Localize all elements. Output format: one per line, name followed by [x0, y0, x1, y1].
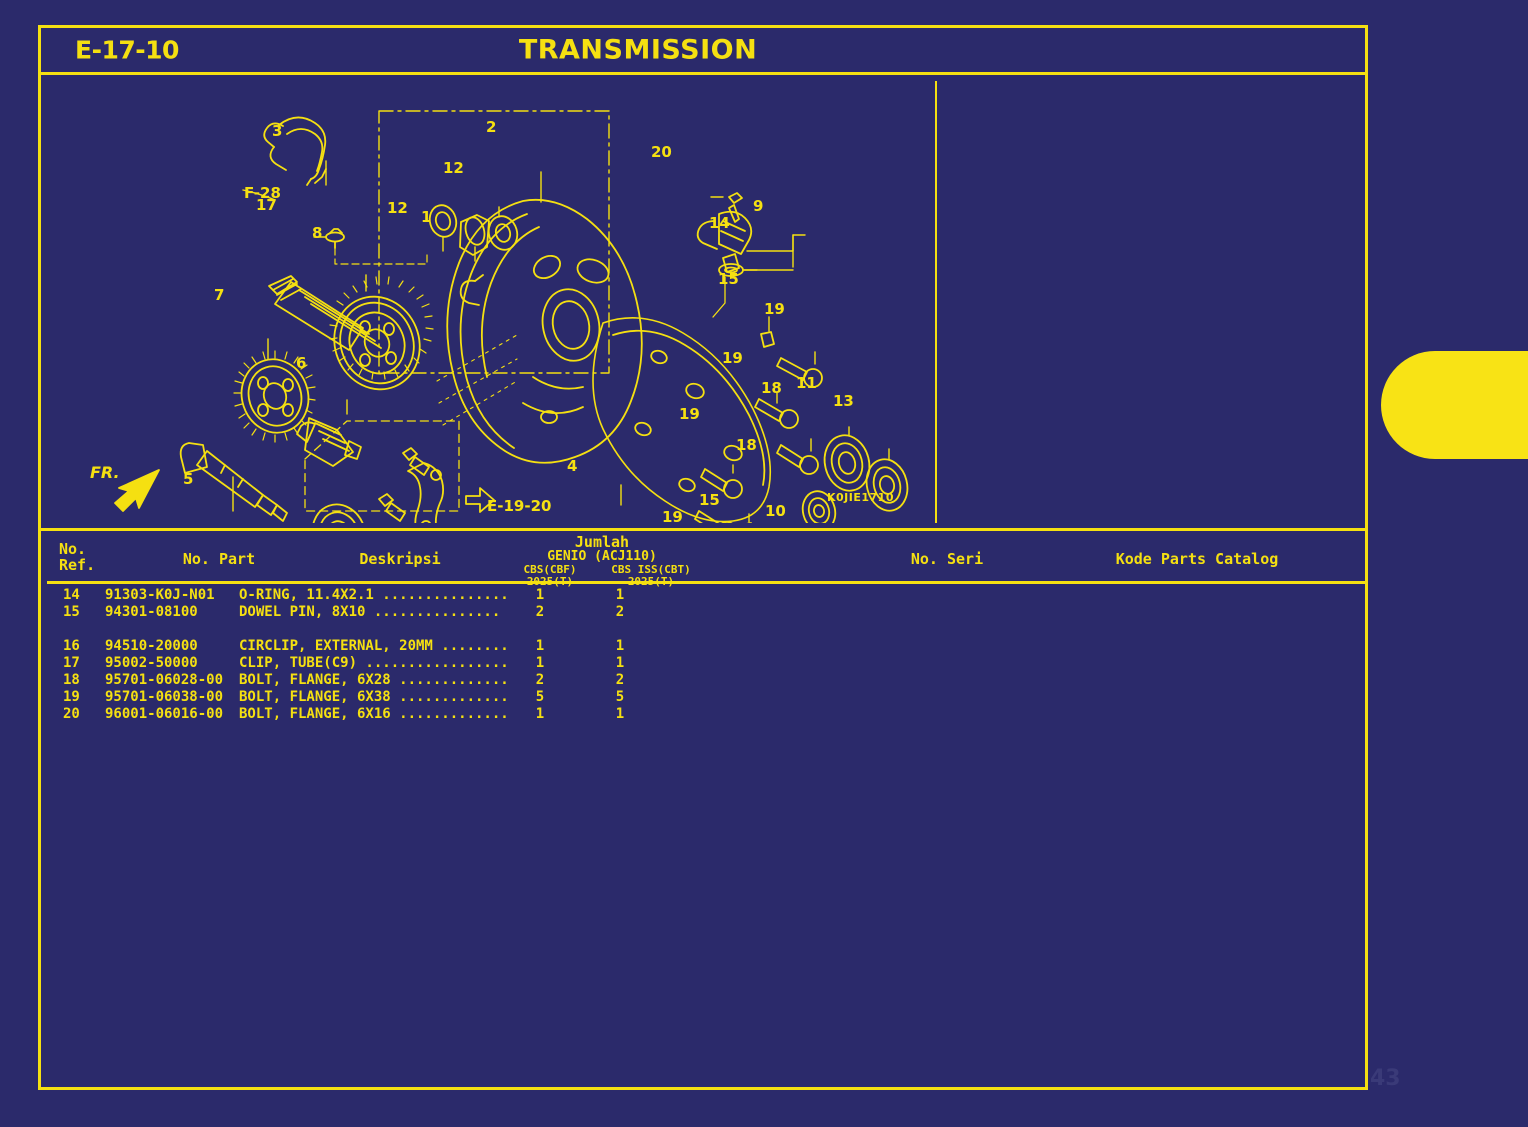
- cross-ref-f28[interactable]: F-28: [244, 184, 281, 202]
- cell-ref: 14: [63, 587, 80, 603]
- callout-number: 17: [256, 196, 277, 214]
- cell-q1: 2: [535, 672, 545, 688]
- col-header-deskripsi: Deskripsi: [359, 550, 441, 568]
- callout-number: 15: [699, 491, 720, 509]
- cell-part: 95002-50000: [105, 655, 198, 671]
- callout-number: 20: [651, 143, 672, 161]
- section-tab[interactable]: [1381, 351, 1528, 459]
- cell-q1: 2: [535, 604, 545, 620]
- table-row: 15 94301-08100 DOWEL PIN, 8X10 ...........…: [47, 604, 1365, 621]
- cell-q2: 1: [615, 638, 625, 654]
- cell-part: 94301-08100: [105, 604, 198, 620]
- page-title: TRANSMISSION: [518, 34, 758, 66]
- cell-desc: BOLT, FLANGE, 6X38 .............: [239, 689, 509, 705]
- cell-part: 94510-20000: [105, 638, 198, 654]
- cell-ref: 20: [63, 706, 80, 722]
- cell-part: 95701-06038-00: [105, 689, 224, 705]
- cell-desc: CIRCLIP, EXTERNAL, 20MM ........: [239, 638, 509, 654]
- callout-number: 8: [312, 224, 323, 242]
- cell-desc: CLIP, TUBE(C9) .................: [239, 655, 509, 671]
- cell-ref: 16: [63, 638, 80, 654]
- parts-table-body: 14 91303-K0J-N01 O-RING, 11.4X2.1 ........…: [47, 587, 1365, 1081]
- col-header-no-seri: No. Seri: [910, 550, 984, 568]
- cell-ref: 17: [63, 655, 80, 671]
- callout-number: 19: [722, 349, 743, 367]
- callout-number: 5: [183, 470, 194, 488]
- illustration-right-panel: [939, 81, 1359, 523]
- cell-q1: 1: [535, 638, 545, 654]
- callout-number: 10: [765, 502, 786, 520]
- illustration-region: 3 2 20 12 12 1 17 9 14 8 7 15 19 19 6 18 11 13 19 18 4 5 10 15 1…: [41, 75, 1365, 531]
- cell-q2: 2: [615, 604, 625, 620]
- table-row: [47, 621, 1365, 638]
- callout-number: 14: [709, 214, 730, 232]
- table-row: 17 95002-50000 CLIP, TUBE(C9) ............…: [47, 655, 1365, 672]
- table-row: 18 95701-06028-00 BOLT, FLANGE, 6X28 .....…: [47, 672, 1365, 689]
- callout-number: 12: [387, 199, 408, 217]
- cell-desc: BOLT, FLANGE, 6X16 .............: [239, 706, 509, 722]
- cross-ref-e1920[interactable]: E-19-20: [487, 497, 552, 515]
- cell-q2: 1: [615, 706, 625, 722]
- parts-table-header: No. Ref. No. Part Deskripsi Jumlah GENIO…: [47, 533, 1365, 588]
- callout-number: 12: [443, 159, 464, 177]
- callout-number: 2: [486, 118, 497, 136]
- cell-ref: 15: [63, 604, 80, 620]
- page-number: 43: [1370, 1066, 1401, 1091]
- callout-number: 7: [214, 286, 225, 304]
- callout-number: 18: [736, 436, 757, 454]
- col-header-variant-2: CBS ISS(CBT) 2025(T): [611, 563, 691, 588]
- col-header-jumlah: Jumlah: [574, 533, 630, 551]
- cell-part: 96001-06016-00: [105, 706, 224, 722]
- col-header-variant-1: CBS(CBF) 2025(T): [523, 563, 577, 588]
- cell-q2: 5: [615, 689, 625, 705]
- front-direction-label: FR.: [90, 463, 120, 482]
- cell-desc: O-RING, 11.4X2.1 ...............: [239, 587, 509, 603]
- cell-q1: 1: [535, 587, 545, 603]
- callout-number: 13: [833, 392, 854, 410]
- page-frame: E-17-10 TRANSMISSION: [38, 25, 1368, 1090]
- callout-number: 6: [296, 354, 307, 372]
- cell-part: 91303-K0J-N01: [105, 587, 215, 603]
- table-row: 16 94510-20000 CIRCLIP, EXTERNAL, 20MM ...…: [47, 638, 1365, 655]
- callout-number: 1: [421, 208, 432, 226]
- col-header-model: GENIO (ACJ110): [547, 549, 657, 564]
- cell-desc: DOWEL PIN, 8X10 ...............: [239, 604, 501, 620]
- cell-part: 95701-06028-00: [105, 672, 224, 688]
- col-header-no-part: No. Part: [182, 550, 256, 568]
- callout-number: 11: [796, 374, 817, 392]
- col-header-no-ref: No. Ref.: [59, 540, 96, 574]
- transmission-exploded-view-svg: [114, 110, 909, 523]
- diagram-code: K0JIE1710: [827, 491, 894, 504]
- cell-desc: BOLT, FLANGE, 6X28 .............: [239, 672, 509, 688]
- cell-ref: 19: [63, 689, 80, 705]
- sheet-code: E-17-10: [75, 35, 179, 65]
- callout-number: 19: [662, 508, 683, 523]
- callout-number: 9: [753, 197, 764, 215]
- callout-number: 19: [764, 300, 785, 318]
- callout-number: 19: [679, 405, 700, 423]
- cell-q2: 2: [615, 672, 625, 688]
- cell-q2: 1: [615, 587, 625, 603]
- cell-q1: 1: [535, 706, 545, 722]
- table-row: 14 91303-K0J-N01 O-RING, 11.4X2.1 ........…: [47, 587, 1365, 604]
- cell-q1: 1: [535, 655, 545, 671]
- sheet-header: E-17-10 TRANSMISSION: [41, 28, 1365, 75]
- exploded-diagram: 3 2 20 12 12 1 17 9 14 8 7 15 19 19 6 18 11 13 19 18 4 5 10 15 1…: [47, 81, 937, 523]
- cell-q2: 1: [615, 655, 625, 671]
- callout-number: 18: [761, 379, 782, 397]
- callout-number: 4: [567, 457, 578, 475]
- col-header-kode-parts-catalog: Kode Parts Catalog: [1115, 550, 1279, 568]
- callout-number: 15: [718, 270, 739, 288]
- cell-q1: 5: [535, 689, 545, 705]
- table-row: 19 95701-06038-00 BOLT, FLANGE, 6X38 .....…: [47, 689, 1365, 706]
- cell-ref: 18: [63, 672, 80, 688]
- callout-number: 3: [272, 122, 283, 140]
- table-row: 20 96001-06016-00 BOLT, FLANGE, 6X16 .....…: [47, 706, 1365, 723]
